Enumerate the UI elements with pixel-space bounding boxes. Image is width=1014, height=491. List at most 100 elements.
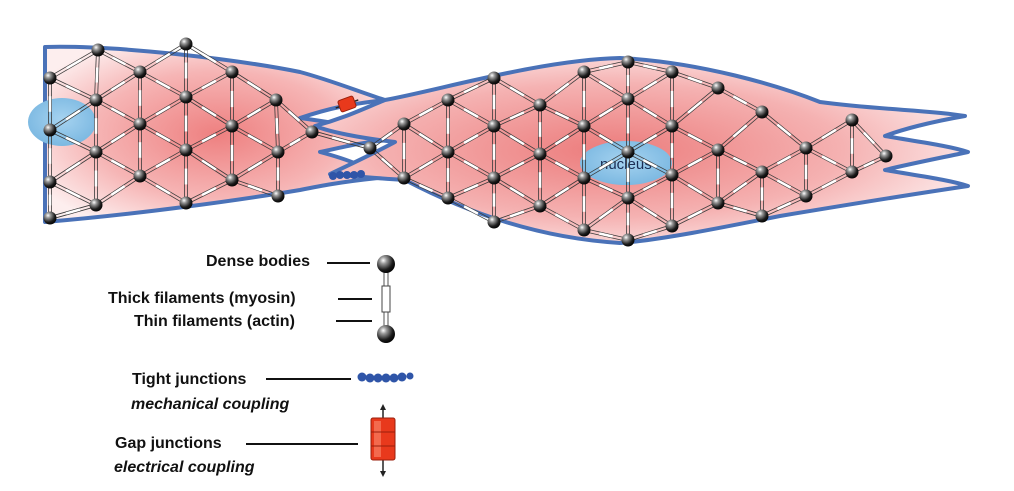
- filament-segment: [539, 152, 585, 180]
- filament-segment: [446, 100, 450, 152]
- filament-segment: [48, 150, 98, 184]
- filament-segment: [231, 124, 279, 154]
- dense-body: [621, 55, 635, 69]
- filament-segment: [583, 150, 629, 180]
- filament-segment: [671, 173, 719, 205]
- dense-body: [487, 119, 501, 133]
- filament-segment: [139, 174, 187, 205]
- filament-segment: [538, 70, 586, 107]
- filament-segment: [582, 72, 586, 126]
- filament-segment: [95, 150, 141, 178]
- filament-segment: [368, 122, 406, 150]
- filament-segment: [805, 118, 853, 150]
- dense-body: [271, 189, 285, 203]
- dense-body: [621, 92, 635, 106]
- filament-segment: [717, 148, 763, 174]
- filament-segment: [230, 72, 234, 126]
- filament-segment: [139, 42, 187, 74]
- filament-segment: [230, 70, 278, 102]
- legend-gap-junction-icon: [370, 404, 396, 477]
- filament-segment: [626, 196, 674, 228]
- filament-segment: [49, 180, 97, 207]
- filament-segment: [185, 178, 233, 205]
- filament-segment: [274, 98, 314, 134]
- filament-segment: [49, 203, 97, 220]
- filament-segment: [627, 124, 673, 154]
- filament-segment: [627, 97, 673, 128]
- filament-segment: [493, 76, 541, 107]
- filament-segment: [539, 103, 585, 128]
- dense-body: [91, 43, 105, 57]
- filament-segment: [403, 98, 449, 126]
- filament-segment: [761, 194, 807, 218]
- dense-body: [755, 209, 769, 223]
- dense-body: [179, 90, 193, 104]
- filament-segment: [493, 204, 541, 224]
- dense-body: [89, 198, 103, 212]
- dense-body: [89, 145, 103, 159]
- dense-body: [133, 169, 147, 183]
- filament-segment: [493, 103, 541, 128]
- filament-segment: [184, 97, 188, 150]
- legend-dense-body-icon-top: [377, 255, 395, 273]
- filament-segment: [231, 178, 279, 198]
- dense-body-group: [43, 37, 893, 247]
- filament-segment: [717, 201, 763, 218]
- dense-body: [845, 113, 859, 127]
- filament-segment: [447, 98, 495, 128]
- dense-body: [441, 191, 455, 205]
- filament-segment: [761, 146, 807, 174]
- filament-segment: [138, 124, 142, 176]
- filament-segment: [139, 95, 187, 126]
- filament-segment: [583, 70, 629, 101]
- dense-body: [711, 143, 725, 157]
- dense-body: [487, 171, 501, 185]
- dense-body: [711, 81, 725, 95]
- dense-body: [133, 117, 147, 131]
- filament-segment: [717, 86, 763, 114]
- dense-body: [225, 173, 239, 187]
- filament-segment: [583, 60, 629, 74]
- legend-thin-filaments-label: Thin filaments (actin): [134, 313, 295, 330]
- legend-gap-junctions-subtitle: electrical coupling: [114, 459, 255, 476]
- filament-segment: [627, 173, 673, 200]
- dense-body: [487, 215, 501, 229]
- dense-body: [533, 147, 547, 161]
- filament-segment: [447, 150, 495, 180]
- filament-segment: [97, 48, 141, 74]
- filament-segment: [583, 97, 629, 128]
- filament-segment: [402, 122, 450, 154]
- filament-segment: [447, 124, 495, 154]
- filament-segment: [447, 176, 495, 200]
- nucleus-label: nucleus: [600, 156, 652, 173]
- filament-segment: [627, 60, 673, 74]
- filament-segment: [138, 72, 142, 124]
- filament-segment: [670, 175, 674, 226]
- filament-segment: [671, 201, 719, 228]
- dense-body: [711, 196, 725, 210]
- filament-segment: [277, 130, 313, 154]
- dense-body: [225, 119, 239, 133]
- dense-body: [271, 145, 285, 159]
- filament-segment: [95, 98, 141, 126]
- filament-segment: [626, 99, 630, 152]
- filament-segment: [231, 150, 279, 182]
- filament-segment: [94, 70, 142, 102]
- filament-segment: [492, 78, 496, 126]
- dense-body: [621, 145, 635, 159]
- filament-segment: [716, 150, 720, 203]
- filament-segment: [626, 198, 630, 240]
- dense-body: [179, 143, 193, 157]
- filament-segment: [538, 105, 542, 154]
- dense-body: [533, 199, 547, 213]
- filament-segment: [94, 174, 142, 207]
- filament-segment: [583, 228, 629, 242]
- filament-segment: [671, 70, 719, 90]
- dense-body: [577, 119, 591, 133]
- filament-segment: [671, 124, 719, 152]
- filament-segment: [311, 130, 371, 150]
- filament-segment: [185, 124, 233, 152]
- filament-segment: [582, 196, 630, 232]
- filament-segment: [716, 110, 764, 152]
- tight-junction-in-cell: [329, 170, 365, 180]
